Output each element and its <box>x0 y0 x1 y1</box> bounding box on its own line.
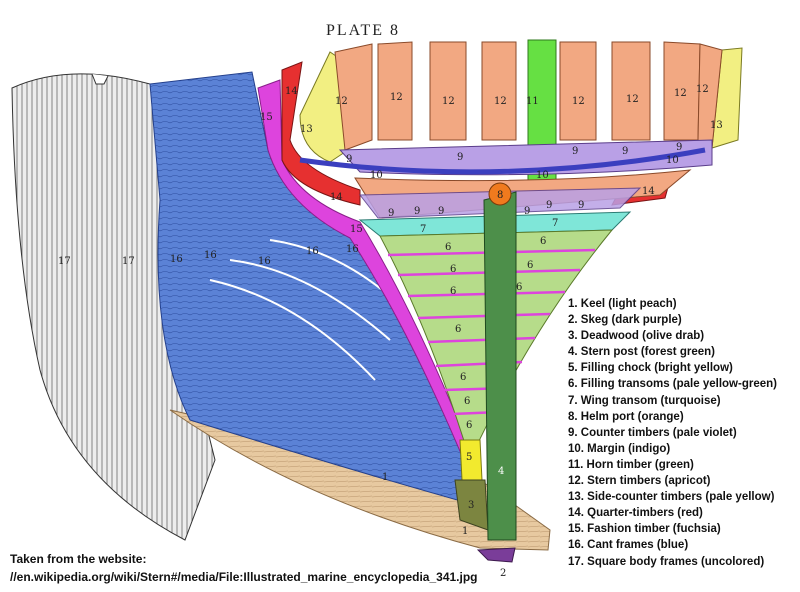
legend-item: 8. Helm port (orange) <box>568 410 684 423</box>
quarter-timbers-left <box>281 61 361 206</box>
part-label-1b: 1 <box>462 526 468 537</box>
part-label-1a: 1 <box>382 472 388 483</box>
stern-post <box>483 191 517 541</box>
part-label-2: 2 <box>500 568 506 579</box>
skeg <box>476 547 516 563</box>
part-label-14b: 14 <box>330 192 343 203</box>
part-label-6f: 6 <box>516 282 522 293</box>
legend-item: 7. Wing transom (turquoise) <box>568 394 721 407</box>
part-label-16e: 16 <box>346 244 359 255</box>
stern-timbers <box>334 41 723 151</box>
margin <box>299 147 706 175</box>
legend-item: 10. Margin (indigo) <box>568 442 671 455</box>
part-label-6g: 6 <box>455 324 461 335</box>
part-label-12g: 12 <box>674 88 687 99</box>
part-label-12f: 12 <box>626 94 639 105</box>
legend-item: 9. Counter timbers (pale violet) <box>568 426 737 439</box>
part-label-9d: 9 <box>622 146 628 157</box>
part-label-4: 4 <box>498 466 504 477</box>
source-line-1: Taken from the website: <box>10 552 147 566</box>
part-label-12a: 12 <box>335 96 348 107</box>
legend-item: 3. Deadwood (olive drab) <box>568 330 705 343</box>
part-label-8: 8 <box>497 190 503 201</box>
part-label-13a: 13 <box>300 124 313 135</box>
part-label-12c: 12 <box>442 96 455 107</box>
square-frames-notch <box>91 73 109 85</box>
part-label-6a: 6 <box>445 242 451 253</box>
part-label-14a: 14 <box>285 86 298 97</box>
legend-item: 17. Square body frames (uncolored) <box>568 555 765 568</box>
part-label-10a: 10 <box>370 170 383 181</box>
part-label-12h: 12 <box>696 84 709 95</box>
part-label-12b: 12 <box>390 92 403 103</box>
cant-frame-gap-2 <box>229 259 391 341</box>
legend-item: 14. Quarter-timbers (red) <box>568 507 703 520</box>
part-label-9j: 9 <box>546 200 552 211</box>
part-label-10b: 10 <box>536 170 549 181</box>
part-label-6e: 6 <box>450 286 456 297</box>
part-label-9c: 9 <box>572 146 578 157</box>
counter-timbers <box>338 139 713 176</box>
legend-item: 12. Stern timbers (apricot) <box>568 475 711 488</box>
keel <box>169 409 551 551</box>
part-label-16d: 16 <box>306 246 319 257</box>
part-label-16a: 16 <box>170 254 183 265</box>
part-label-6c: 6 <box>450 264 456 275</box>
cant-frame-gap-1 <box>209 279 376 381</box>
part-label-10c: 10 <box>666 155 679 166</box>
part-label-9k: 9 <box>578 200 584 211</box>
part-label-14c: 14 <box>642 186 655 197</box>
part-label-9i: 9 <box>524 206 530 217</box>
part-label-12e: 12 <box>572 96 585 107</box>
part-label-3: 3 <box>468 500 474 511</box>
part-label-5: 5 <box>466 452 472 463</box>
legend-item: 4. Stern post (forest green) <box>568 346 715 359</box>
part-label-16b: 16 <box>204 250 217 261</box>
side-counter-left <box>299 51 349 163</box>
part-label-9a: 9 <box>346 154 352 165</box>
part-label-7a: 7 <box>420 224 426 235</box>
helm-port <box>488 182 512 206</box>
part-label-11: 11 <box>526 96 539 107</box>
part-label-13b: 13 <box>710 120 723 131</box>
legend-item: 1. Keel (light peach) <box>568 298 677 310</box>
part-label-15a: 15 <box>260 112 273 123</box>
part-label-9e: 9 <box>676 142 682 153</box>
part-label-12d: 12 <box>494 96 507 107</box>
legend: 1. Keel (light peach) 2. Skeg (dark purp… <box>568 296 777 570</box>
legend-item: 5. Filling chock (bright yellow) <box>568 362 733 375</box>
part-label-6b: 6 <box>540 236 546 247</box>
part-label-17a: 17 <box>58 256 71 267</box>
part-label-6j: 6 <box>466 420 472 431</box>
part-label-6i: 6 <box>464 396 470 407</box>
source-url: //en.wikipedia.org/wiki/Stern#/media/Fil… <box>10 570 478 584</box>
part-label-9g: 9 <box>414 206 420 217</box>
legend-item: 2. Skeg (dark purple) <box>568 314 682 327</box>
part-label-9h: 9 <box>438 206 444 217</box>
part-label-17b: 17 <box>122 256 135 267</box>
legend-item: 16. Cant frames (blue) <box>568 539 689 552</box>
part-label-16c: 16 <box>258 256 271 267</box>
legend-item: 11. Horn timber (green) <box>568 458 694 471</box>
legend-item: 13. Side-counter timbers (pale yellow) <box>568 491 775 504</box>
part-label-15b: 15 <box>350 224 363 235</box>
legend-item: 15. Fashion timber (fuchsia) <box>568 523 721 536</box>
part-label-9b: 9 <box>457 152 463 163</box>
part-label-6d: 6 <box>527 260 533 271</box>
part-label-9f: 9 <box>388 208 394 219</box>
part-label-7b: 7 <box>552 218 558 229</box>
part-label-6h: 6 <box>460 372 466 383</box>
legend-item: 6. Filling transoms (pale yellow-green) <box>568 378 777 391</box>
plate-title: PLATE 8 <box>326 22 400 39</box>
source-attribution: Taken from the website: //en.wikipedia.o… <box>10 550 478 586</box>
